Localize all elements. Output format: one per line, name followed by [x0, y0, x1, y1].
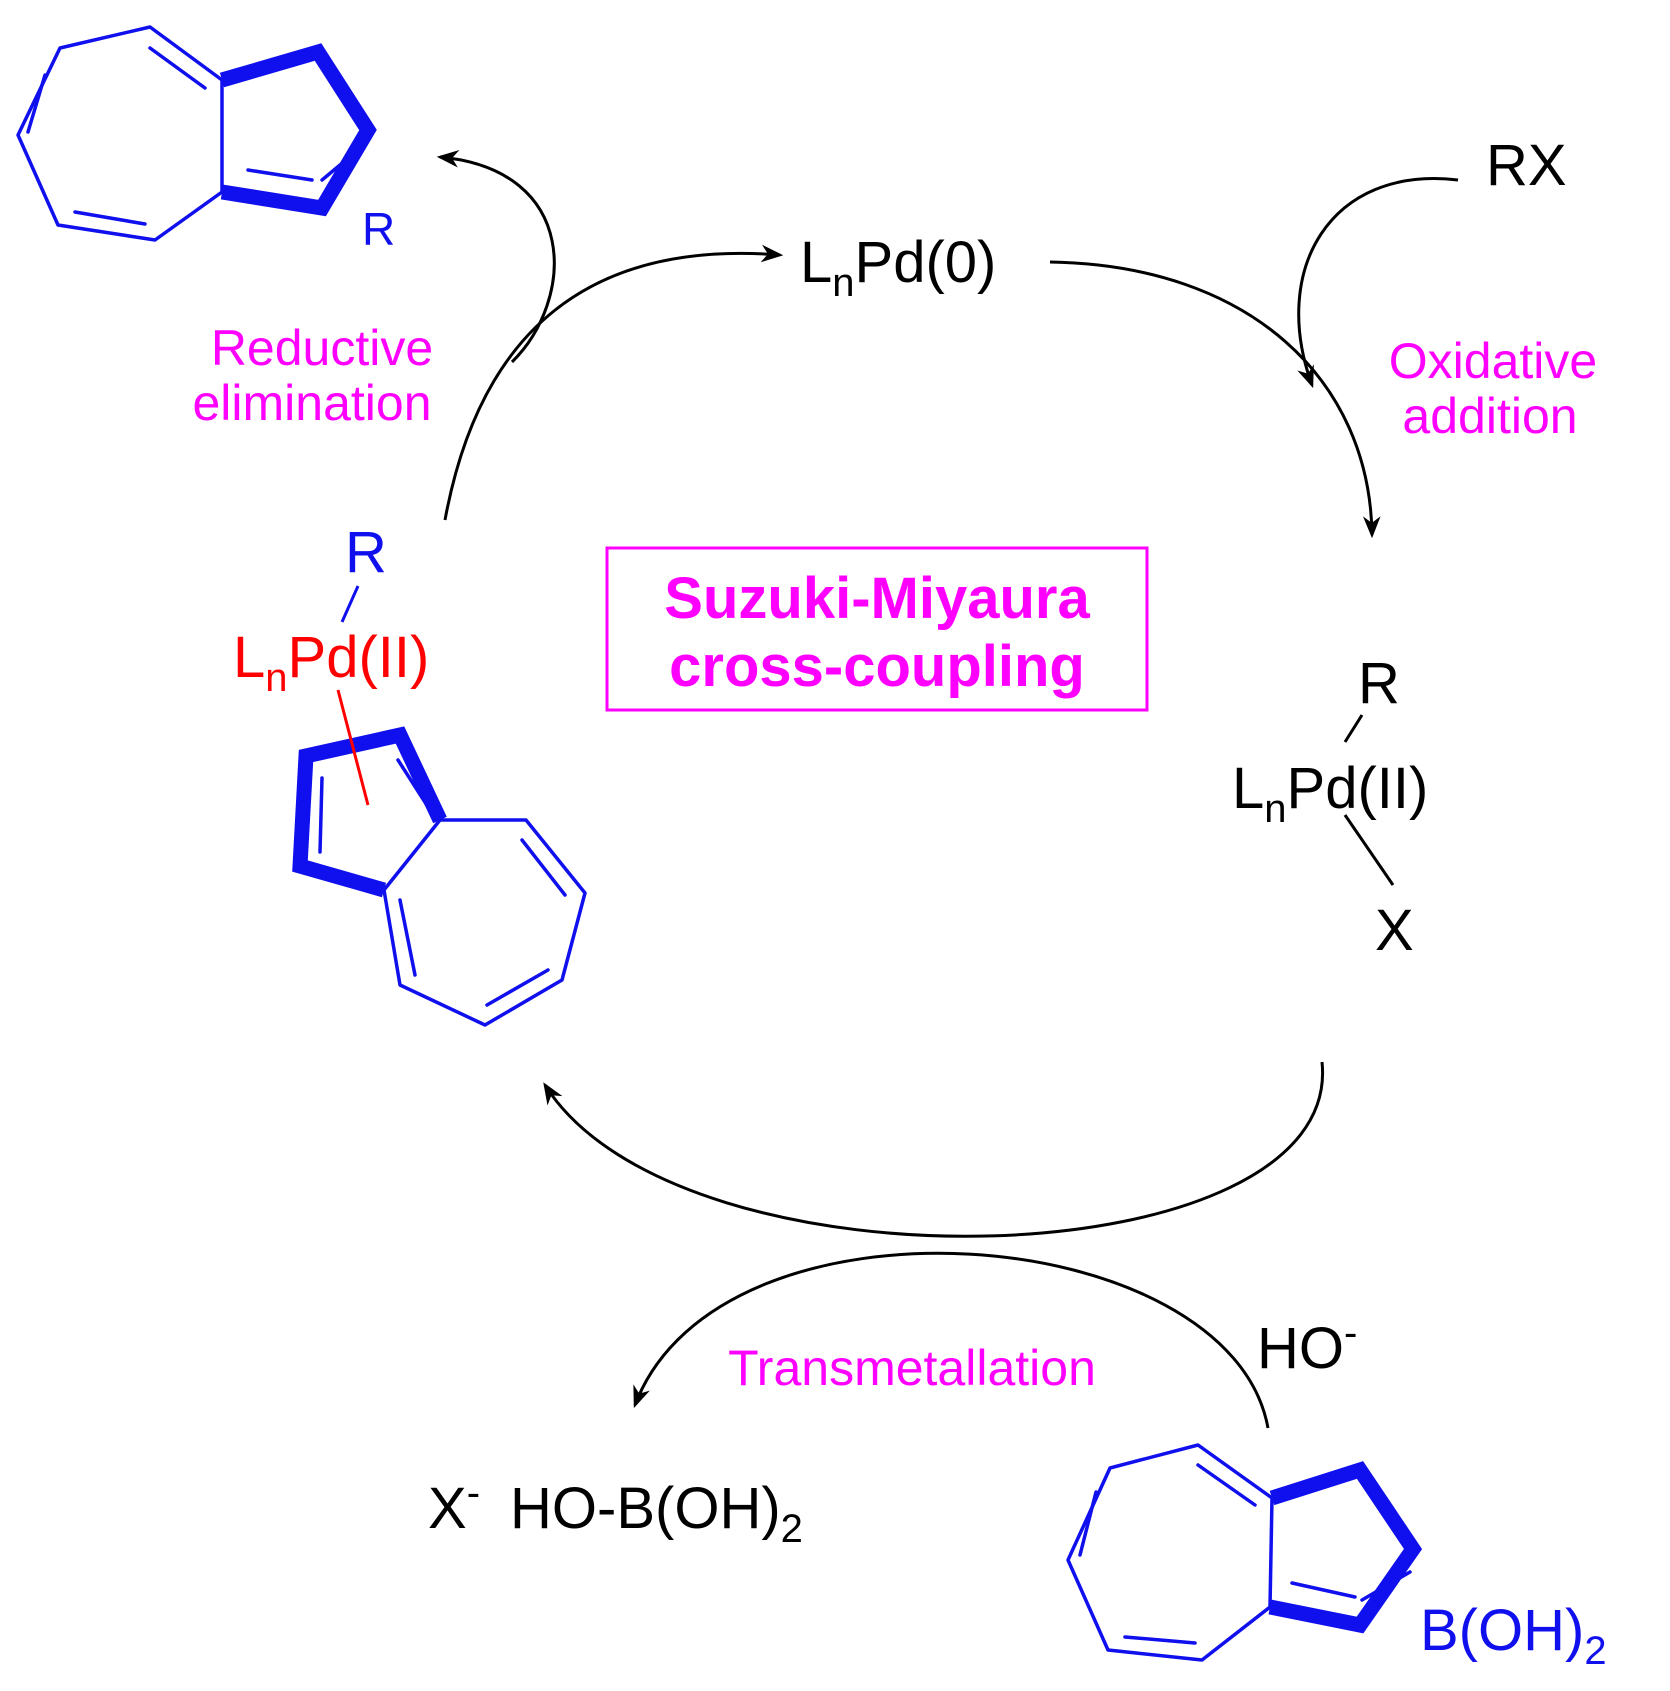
catalyst-label: LnPd(0) — [800, 230, 996, 305]
ox-complex-x-bond — [1343, 814, 1395, 886]
product-r-label: R — [362, 203, 395, 255]
arrow-transmetallation-side — [633, 1251, 1270, 1429]
azulene-product: R — [16, 25, 395, 255]
tm-complex-r-bond — [340, 585, 360, 623]
azulene-boronic-acid: B(OH)2 — [1066, 1443, 1607, 1673]
arrow-transmetallation-main — [543, 1061, 1324, 1238]
title-line-2: cross-coupling — [669, 634, 1085, 699]
pd-eta-bond — [336, 689, 370, 806]
ox-complex-r-bond — [1343, 714, 1364, 743]
title-line-1: Suzuki-Miyaura — [664, 566, 1090, 631]
tm-complex-r: R — [345, 520, 387, 585]
arrow-catalyst-to-oxidative — [1049, 260, 1381, 539]
boronic-acid-label: B(OH)2 — [1420, 1598, 1607, 1673]
title-box — [605, 546, 1149, 712]
ox-complex-pd: LnPd(II) — [1232, 756, 1428, 831]
oxidative-addition-line-1: Oxidative — [1389, 333, 1597, 389]
ox-complex-r: R — [1358, 651, 1400, 716]
oxidative-addition-line-2: addition — [1402, 388, 1577, 444]
hydroxide-label: HO- — [1257, 1311, 1357, 1381]
reductive-elimination-line-2: elimination — [192, 375, 431, 431]
reductive-elimination-line-1: Reductive — [211, 320, 433, 376]
arrow-product-out — [436, 149, 556, 364]
transmetallation-complex: R LnPd(II) — [233, 520, 587, 1027]
ox-complex-x: X — [1375, 898, 1414, 963]
transmetallation-label: Transmetallation — [728, 1340, 1096, 1396]
arrow-reductive-to-catalyst — [443, 244, 784, 521]
tm-complex-pd: LnPd(II) — [233, 625, 429, 700]
rx-label: RX — [1486, 133, 1567, 198]
byproduct-label: X-HO-B(OH)2 — [428, 1471, 803, 1551]
arrow-rx-in — [1297, 177, 1459, 389]
oxidative-addition-complex: R LnPd(II) X — [1232, 651, 1428, 963]
